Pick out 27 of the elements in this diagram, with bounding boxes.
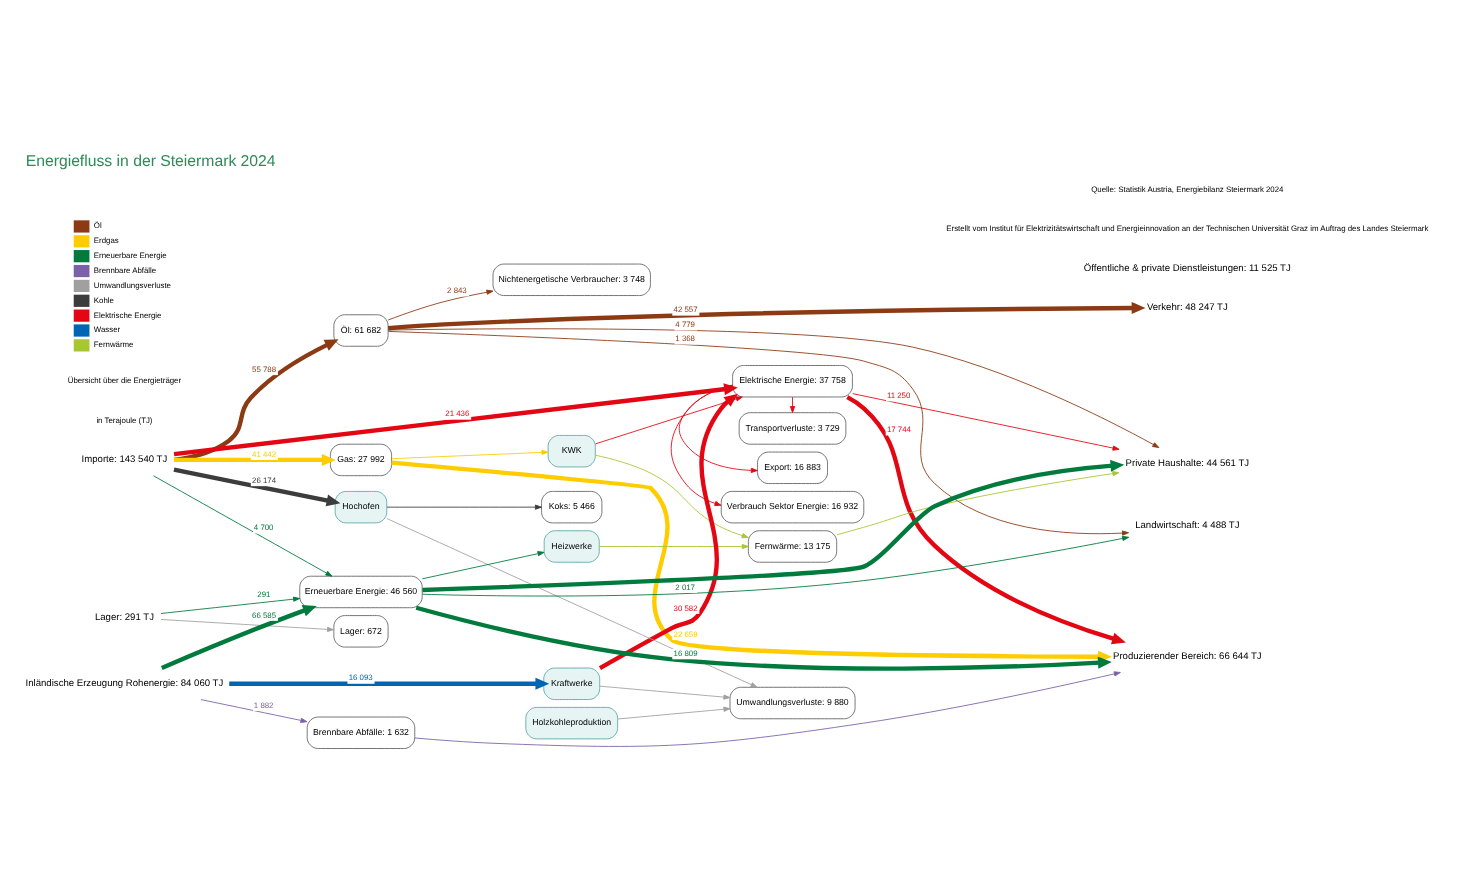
arrow	[617, 705, 731, 719]
arrow	[173, 452, 336, 465]
arrow	[160, 618, 335, 631]
arrow	[229, 676, 550, 689]
arrow	[173, 466, 341, 506]
arrow	[678, 383, 758, 472]
diagram-title: Energiefluss in der Steiermark 2024	[25, 150, 276, 169]
arrow	[599, 684, 731, 699]
arrow	[391, 448, 549, 459]
arrow	[836, 470, 1120, 535]
arrow	[160, 595, 301, 613]
arrow	[846, 394, 1126, 644]
arrow	[599, 542, 749, 549]
arrow	[387, 327, 1160, 447]
arrow	[414, 670, 1121, 746]
arrow	[421, 550, 545, 579]
arrow	[595, 395, 743, 444]
arrow	[160, 603, 317, 669]
arrow	[789, 395, 796, 413]
arrow	[595, 453, 749, 538]
arrow	[598, 392, 739, 669]
arrow	[173, 382, 738, 456]
arrow	[386, 517, 758, 687]
arrow	[852, 392, 1120, 450]
arrow	[670, 383, 734, 505]
arrow	[386, 503, 542, 509]
arrow	[387, 288, 494, 320]
